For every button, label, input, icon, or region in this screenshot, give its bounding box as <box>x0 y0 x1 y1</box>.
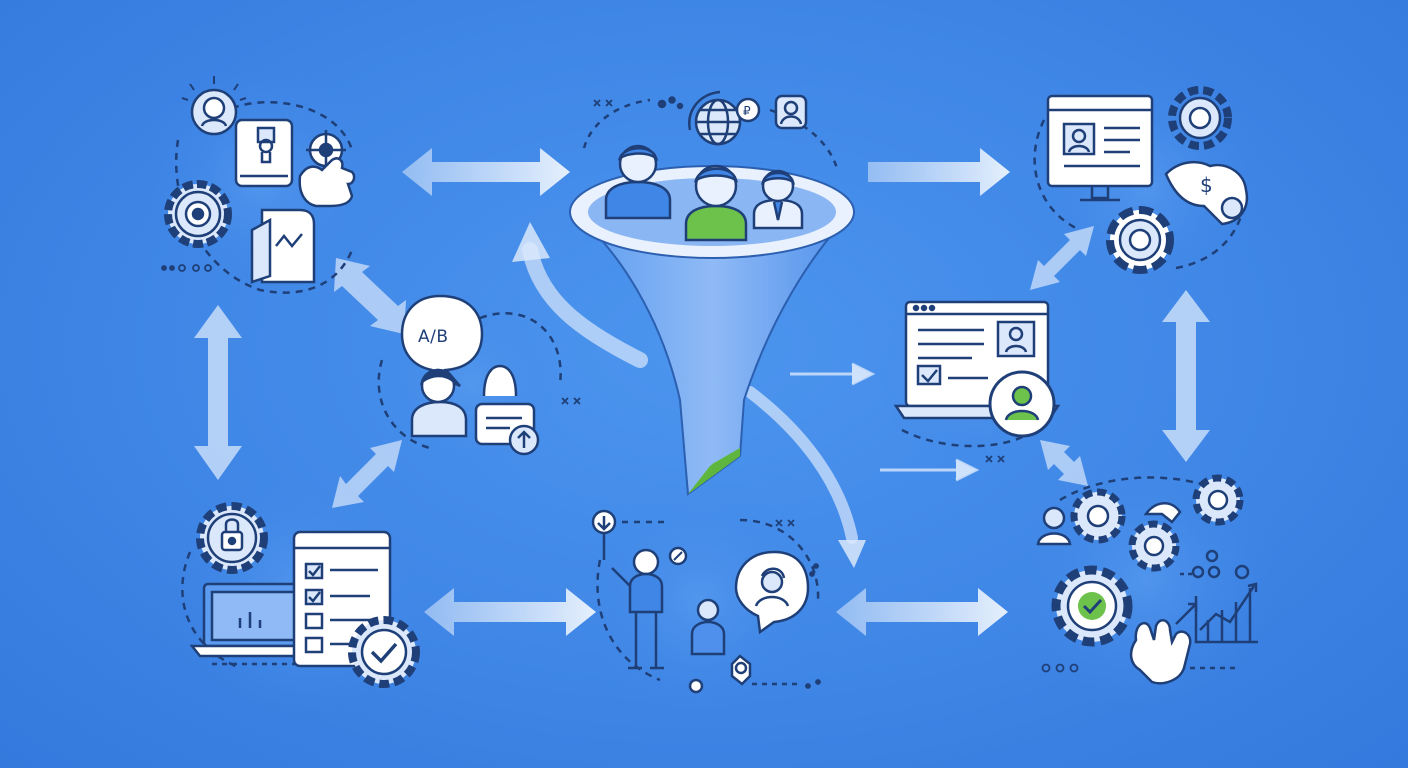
gears-cluster-icon <box>1070 474 1250 580</box>
person-icon <box>604 144 672 220</box>
lead-form <box>893 300 1061 463</box>
person-icon <box>690 598 726 656</box>
double-arrow <box>836 588 1008 636</box>
gear-icon <box>164 180 232 248</box>
user-badge-icon <box>988 370 1056 438</box>
person-icon <box>684 164 748 242</box>
vertical-arrows <box>194 290 1210 480</box>
person-icon <box>410 368 468 438</box>
dots-decoration <box>775 519 821 689</box>
monitor-profile-icon <box>1046 94 1154 202</box>
ab-testing: A/B <box>377 294 581 456</box>
connector-arrows <box>402 148 1010 636</box>
dots-decoration <box>593 96 684 110</box>
funnel-audience-group <box>604 144 804 242</box>
avatar-icon <box>774 94 808 130</box>
money-hand-icon: $ <box>1164 160 1249 226</box>
person-icon <box>752 169 804 230</box>
customer-research <box>161 76 356 294</box>
right-arrow <box>868 148 1010 196</box>
double-arrow-vertical <box>1162 290 1210 462</box>
user-group-icon <box>1036 506 1072 546</box>
landing-page: $ <box>1033 86 1249 274</box>
pointer-hand-icon <box>1129 602 1198 685</box>
gear-lock-icon <box>196 502 268 574</box>
curved-arrow-heads <box>512 222 866 568</box>
double-arrow-vertical <box>194 305 242 480</box>
dots-decoration <box>1041 663 1079 673</box>
person-icon <box>181 76 247 136</box>
svg-text:₽: ₽ <box>743 104 751 118</box>
settings-ring-icon <box>1106 206 1174 274</box>
double-arrow <box>424 588 596 636</box>
automation-checklist <box>181 502 420 688</box>
download-icon <box>591 509 666 560</box>
growth-chart-icon <box>1194 582 1258 644</box>
thin-arrows <box>790 362 980 482</box>
laptop-chart-icon <box>189 582 325 658</box>
dots-decoration <box>161 264 212 272</box>
chat-avatar-icon <box>734 550 810 635</box>
dollar-glyph: $ <box>1200 173 1213 197</box>
ab-label: A/B <box>418 327 449 347</box>
check-gear-icon <box>348 616 420 688</box>
curved-arrows <box>522 242 858 544</box>
id-card-icon <box>234 118 294 188</box>
audience-targeting: ₽ <box>582 90 840 173</box>
gear-icon <box>1168 86 1232 150</box>
document-chart-icon <box>250 208 316 284</box>
globe-icon <box>688 90 742 146</box>
double-arrow <box>402 148 570 196</box>
speech-bubble-icon: A/B <box>400 294 484 388</box>
check-gear-icon <box>1051 565 1133 647</box>
presenter-icon <box>611 546 688 670</box>
diagonal-arrows <box>332 226 1094 508</box>
lightbulb-icon <box>688 654 752 694</box>
coin-icon: ₽ <box>735 97 761 123</box>
user-feedback <box>591 509 821 694</box>
form-upload-icon <box>474 364 540 456</box>
analytics-optimization <box>1036 474 1258 685</box>
hand-icon <box>298 157 356 208</box>
